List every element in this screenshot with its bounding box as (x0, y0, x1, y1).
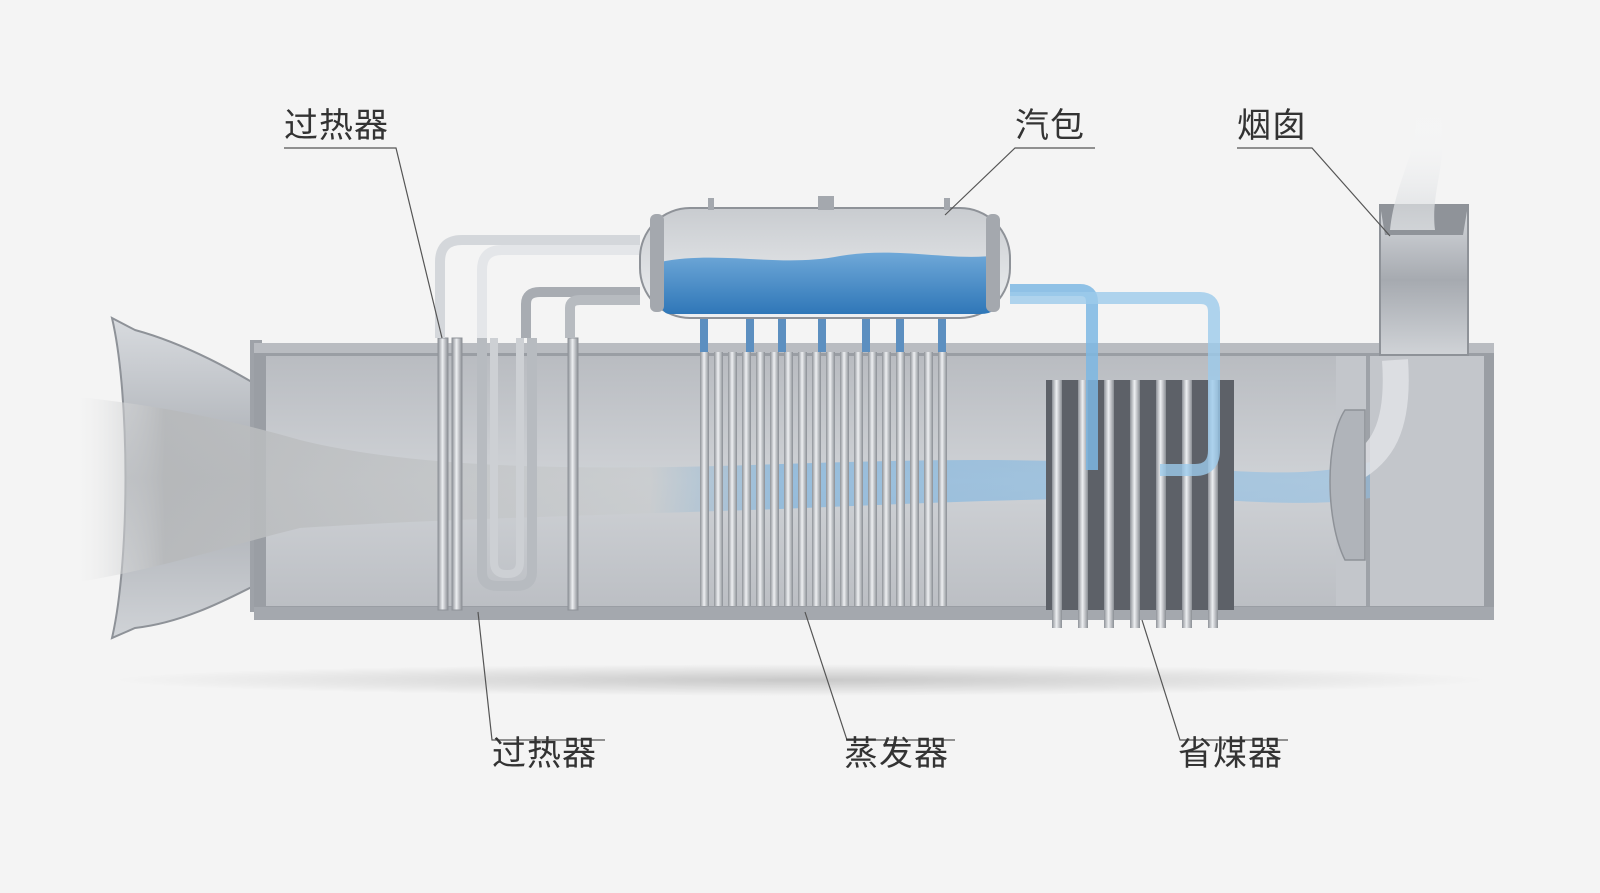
label-superheater-bottom: 过热器 (492, 734, 597, 774)
outlet-baffle (1329, 409, 1366, 561)
label-chimney: 烟囱 (1237, 106, 1307, 146)
label-economizer: 省煤器 (1178, 734, 1283, 774)
label-superheater-top: 过热器 (284, 106, 389, 146)
label-evaporator: 蒸发器 (844, 734, 949, 774)
economizer-bank (1010, 284, 1234, 628)
label-steam-drum: 汽包 (1015, 106, 1085, 146)
leader-lines (284, 147, 1391, 741)
ground-shadow (110, 664, 1490, 696)
drum-downcomers (700, 310, 946, 352)
evaporator-tubes (700, 352, 947, 606)
superheater-tubes (435, 235, 640, 611)
steam-drum (639, 196, 1011, 319)
